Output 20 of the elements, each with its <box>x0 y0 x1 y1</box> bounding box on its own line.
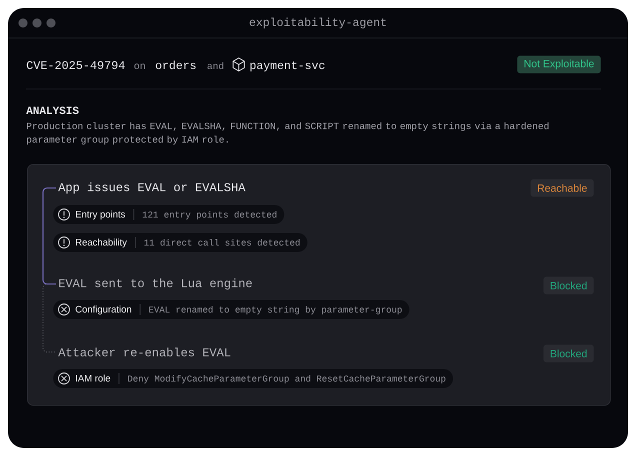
status-badge: Blocked <box>543 344 594 362</box>
connector-word: and <box>208 62 224 70</box>
detail-pill: IAM role Deny ModifyCacheParameterGroup and ResetCacheParameterGroup <box>53 369 454 388</box>
analysis-paragraph: Production cluster has EVAL, EVALSHA, FUNCTION, and SCRIPT renamed to empty strings via a hardened parameter group protected by IAM role. <box>26 122 548 145</box>
detail-pill: Configuration EVAL renamed to empty string by parameter-group <box>53 300 410 319</box>
status-badge: Blocked <box>543 276 594 294</box>
step-heading: App issues EVAL or EVALSHA <box>58 182 246 194</box>
step-heading: EVAL sent to the Lua engine <box>59 278 252 290</box>
section-heading: ANALYSIS <box>26 106 79 114</box>
repo-name: orders <box>156 60 196 70</box>
detail-pill: Entry points 121 entry points detected <box>53 205 284 224</box>
status-badge: Not Exploitable <box>517 56 601 74</box>
repo-name: payment-svc <box>250 61 325 72</box>
detail-pill: Reachability 11 direct call sites detected <box>53 233 308 252</box>
step-heading: Attacker re-enables EVAL <box>58 348 230 356</box>
cve-id: CVE-2025-49794 <box>26 61 125 70</box>
connector-word: on <box>134 64 145 70</box>
window-title: exploitability-agent <box>250 18 386 28</box>
connector-line <box>42 284 56 352</box>
status-badge: Reachable <box>530 179 594 197</box>
